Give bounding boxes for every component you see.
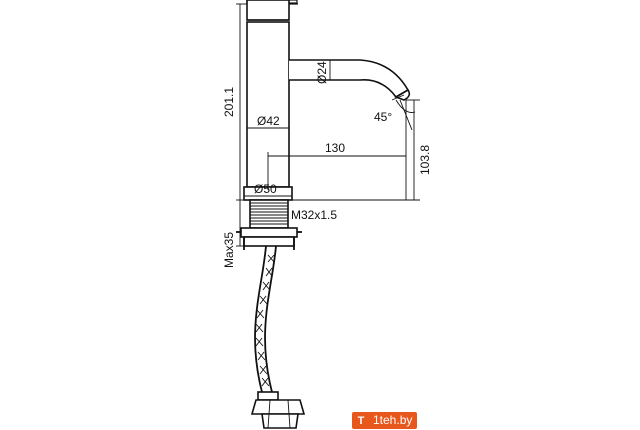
dim-thread: M32x1.5 bbox=[291, 208, 337, 222]
dim-reach: 130 bbox=[325, 141, 345, 155]
dimension-lines bbox=[236, 3, 420, 247]
dim-body-diameter: Ø42 bbox=[257, 114, 280, 128]
braided-hose bbox=[250, 245, 306, 429]
thread-section bbox=[236, 199, 302, 250]
watermark-logo: T 1teh.by bbox=[352, 412, 418, 429]
dim-max-mount: Max35 bbox=[222, 232, 236, 268]
watermark-text: 1teh.by bbox=[370, 412, 418, 429]
faucet-spout bbox=[289, 59, 411, 101]
dim-spout-height: 103.8 bbox=[418, 145, 432, 175]
dim-spout-angle: 45° bbox=[374, 110, 392, 124]
dim-spout-diameter: Ø24 bbox=[315, 61, 329, 84]
dimension-labels: 201.1 Ø24 45° Ø42 130 103.8 Ø50 M32x1.5 … bbox=[222, 61, 432, 268]
faucet-body bbox=[243, 0, 298, 201]
dim-base-diameter: Ø50 bbox=[254, 182, 277, 196]
dim-total-height: 201.1 bbox=[222, 87, 236, 117]
logo-icon: T bbox=[352, 412, 370, 429]
